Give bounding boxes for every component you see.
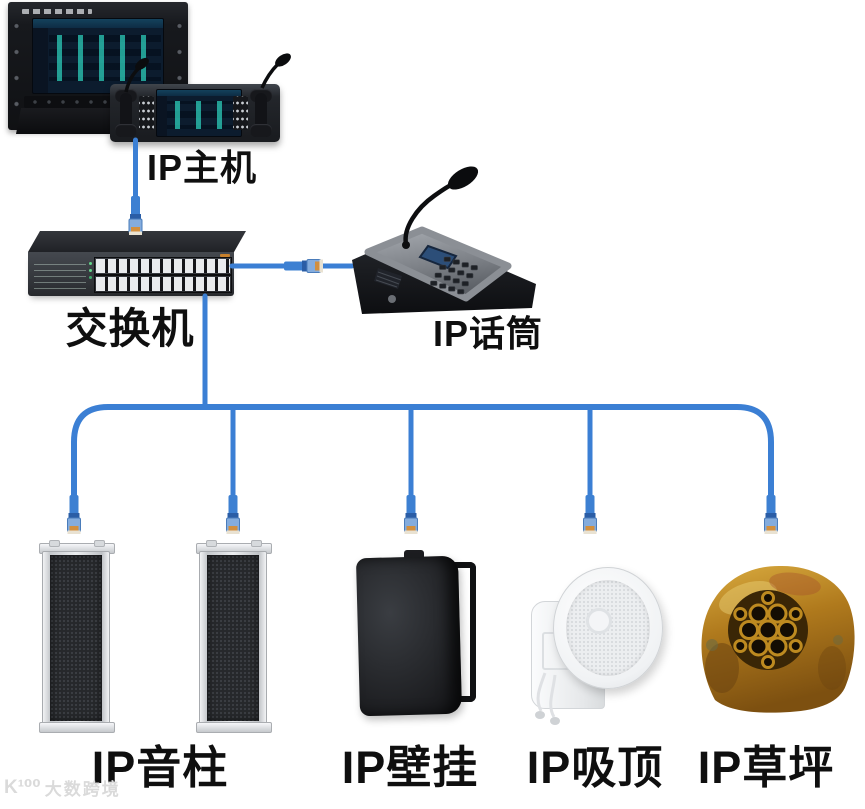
watermark-text: 大数跨境 — [44, 780, 121, 799]
rack-ear-right — [174, 18, 185, 124]
label-switch: 交换机 — [65, 305, 195, 352]
switch-uplink-mark — [220, 254, 230, 257]
switch-port-row-top — [94, 257, 232, 275]
ip-mic-console — [352, 166, 536, 314]
label-column-speaker: IP音柱 — [91, 742, 229, 793]
watermark: K¹⁰⁰ 大数跨境 — [4, 775, 121, 800]
ceiling-hub — [586, 608, 612, 634]
label-ip-mic: IP话筒 — [432, 313, 543, 354]
ceiling-speaker — [527, 563, 663, 728]
column-speaker-left — [39, 540, 115, 733]
ceiling-face — [553, 567, 663, 689]
rack-screen — [32, 18, 164, 94]
label-ip-host: IP主机 — [146, 147, 257, 188]
label-ceiling-speaker: IP吸顶 — [526, 742, 664, 793]
cable-bus — [71, 404, 774, 501]
rack-ear-left — [11, 18, 22, 124]
network-switch — [28, 252, 234, 296]
rj45-connectors — [67, 196, 778, 534]
mic-keypad — [430, 256, 478, 295]
rock-speaker — [701, 565, 855, 713]
column-speaker-right — [196, 540, 272, 733]
ip-host-console — [110, 84, 280, 142]
mic-badge — [388, 295, 396, 303]
rack-gooseneck-mic — [124, 57, 149, 93]
watermark-logo: K¹⁰⁰ — [4, 777, 41, 798]
keypad-right — [233, 96, 248, 130]
switch-top-face — [28, 231, 246, 252]
switch-label-panel — [34, 259, 86, 289]
keypad-left — [139, 96, 154, 130]
wall-speaker — [352, 550, 478, 720]
console-screen — [156, 89, 242, 137]
wall-speaker-body — [355, 555, 463, 717]
mic-lcd — [418, 244, 458, 270]
rock-honeycomb-cells — [733, 591, 803, 669]
handset-left — [115, 89, 137, 137]
switch-led-indicators — [89, 262, 92, 265]
mic-capsule — [447, 166, 479, 190]
cables — [71, 137, 774, 501]
mic-gooseneck — [403, 182, 453, 245]
label-wall-speaker: IP壁挂 — [341, 742, 479, 793]
console-gooseneck-mic — [260, 53, 291, 89]
label-rock-speaker: IP草坪 — [697, 742, 835, 793]
handset-right — [250, 89, 272, 137]
wall-mount-knob — [404, 550, 424, 560]
ceiling-wires — [535, 672, 560, 725]
wall-bracket — [454, 562, 476, 702]
rack-brand-marks — [22, 9, 92, 14]
switch-port-row-bottom — [94, 275, 232, 293]
